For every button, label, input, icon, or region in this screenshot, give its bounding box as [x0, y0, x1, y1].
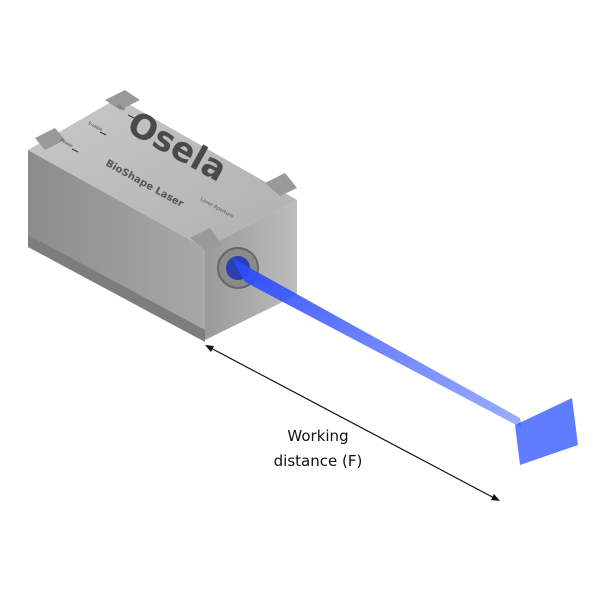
mount-notch	[190, 228, 222, 250]
device-top-face	[28, 98, 297, 248]
port-mark	[99, 131, 107, 136]
laser-beam	[232, 258, 522, 428]
device-base	[28, 235, 205, 342]
beam-target-line	[515, 398, 578, 465]
laser-device: Power Enable Out Osela BioShape Laser La…	[28, 90, 297, 342]
port-mark	[71, 148, 79, 153]
working-distance-arrow	[205, 345, 500, 501]
working-distance-label-line1: Working	[287, 427, 349, 445]
device-left-face	[28, 150, 205, 340]
mount-notch	[35, 128, 65, 150]
port-label-power: Power	[59, 138, 74, 150]
working-distance-label-line2: distance (F)	[273, 452, 363, 470]
port-label-out: Out	[116, 104, 126, 113]
mount-notch	[105, 90, 140, 110]
mount-notch	[265, 173, 297, 196]
port-mark	[127, 114, 135, 119]
